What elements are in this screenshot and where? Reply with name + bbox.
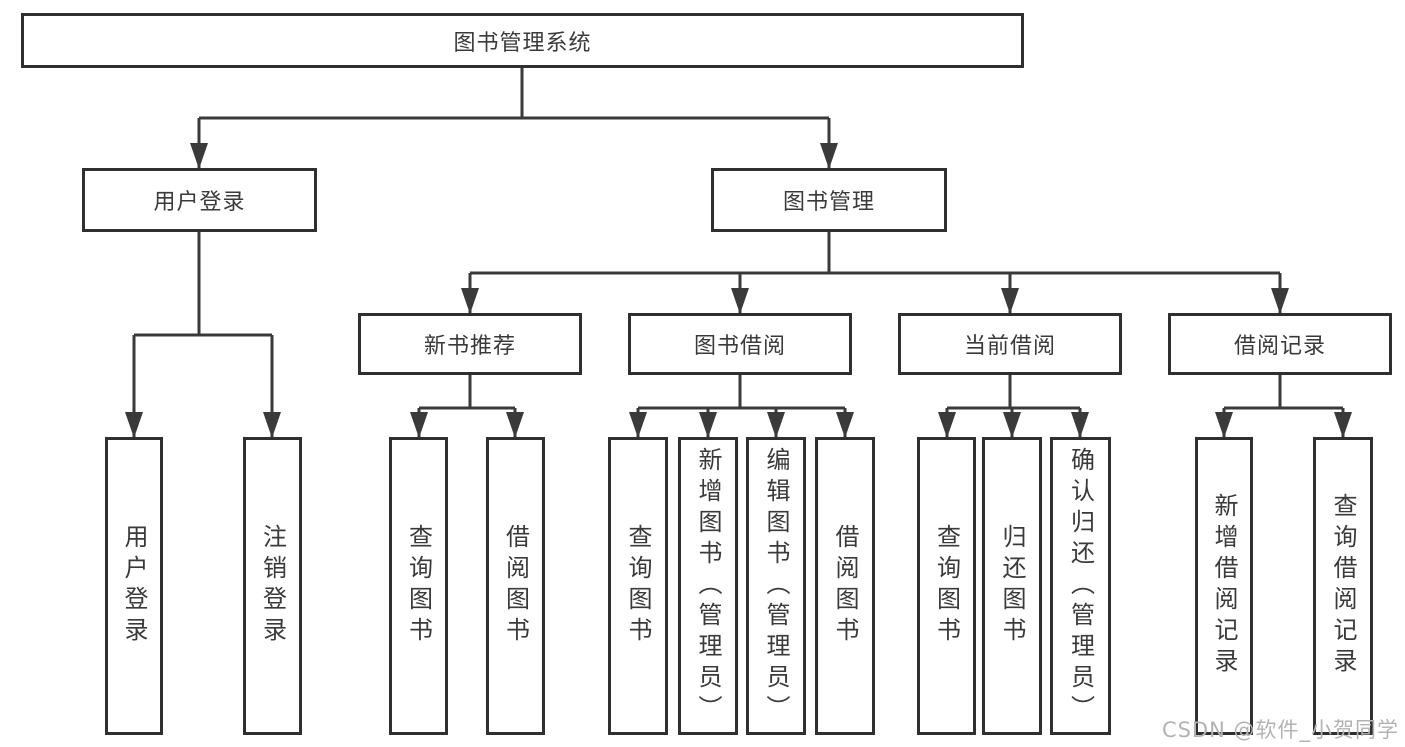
leaf-query-books-current-label: 查询图书 [932, 524, 961, 648]
leaf-query-books-recommendation: 查询图书 [389, 437, 448, 735]
node-book-borrowing: 图书借阅 [628, 313, 852, 375]
leaf-user-login: 用户登录 [105, 437, 163, 735]
leaf-borrow-books-borrowing: 借阅图书 [815, 437, 875, 735]
leaf-query-books-current: 查询图书 [917, 437, 976, 735]
leaf-confirm-return-admin: 确认归还（管理员） [1050, 437, 1111, 735]
leaf-add-books-admin-label: 新增图书（管理员） [694, 446, 722, 726]
node-root-label: 图书管理系统 [453, 30, 592, 56]
node-root-book-management-system: 图书管理系统 [21, 13, 1024, 68]
node-book-borrowing-label: 图书借阅 [693, 334, 786, 359]
node-new-book-recommendation: 新书推荐 [358, 313, 582, 375]
leaf-add-books-admin: 新增图书（管理员） [678, 437, 738, 735]
leaf-borrow-books-recommendation: 借阅图书 [486, 437, 545, 735]
leaf-confirm-return-admin-label: 确认归还（管理员） [1066, 446, 1095, 726]
leaf-return-books-label: 归还图书 [998, 524, 1026, 648]
connectors [125, 68, 1352, 438]
node-borrowing-records-label: 借阅记录 [1233, 334, 1326, 359]
leaf-add-borrowing-record-label: 新增借阅记录 [1210, 493, 1238, 679]
node-book-management-label: 图书管理 [782, 190, 875, 215]
leaf-borrow-books-borrowing-label: 借阅图书 [831, 524, 859, 648]
node-user-login-label: 用户登录 [153, 190, 246, 215]
leaf-edit-books-admin-label: 编辑图书（管理员） [762, 446, 790, 726]
node-user-login: 用户登录 [82, 168, 317, 232]
leaf-query-books-recommendation-label: 查询图书 [404, 524, 433, 648]
csdn-watermark: CSDN @软件_小贺同学 [1161, 718, 1399, 742]
node-current-borrowing-label: 当前借阅 [963, 334, 1056, 359]
leaf-user-login-label: 用户登录 [120, 524, 148, 648]
node-new-book-recommendation-label: 新书推荐 [423, 334, 516, 359]
node-current-borrowing: 当前借阅 [898, 313, 1122, 375]
node-book-management: 图书管理 [711, 168, 947, 232]
leaf-query-borrowing-record: 查询借阅记录 [1313, 437, 1373, 735]
leaf-query-borrowing-record-label: 查询借阅记录 [1329, 493, 1357, 679]
leaf-query-books-borrowing-label: 查询图书 [624, 524, 652, 648]
leaf-return-books: 归还图书 [982, 437, 1042, 735]
leaf-query-books-borrowing: 查询图书 [608, 437, 668, 735]
leaf-logout: 注销登录 [243, 437, 302, 735]
leaf-borrow-books-recommendation-label: 借阅图书 [501, 524, 530, 648]
leaf-add-borrowing-record: 新增借阅记录 [1195, 437, 1253, 735]
leaf-edit-books-admin: 编辑图书（管理员） [746, 437, 806, 735]
node-borrowing-records: 借阅记录 [1168, 313, 1392, 375]
leaf-logout-label: 注销登录 [258, 524, 287, 648]
